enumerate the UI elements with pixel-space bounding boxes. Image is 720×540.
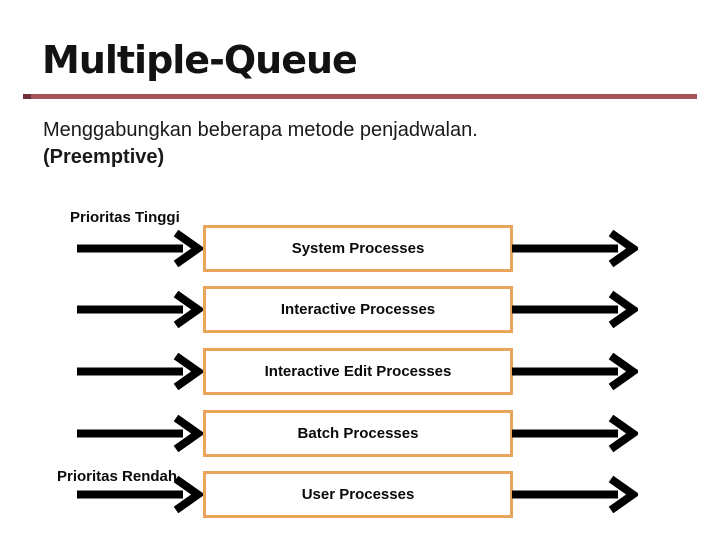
queue-box-label: Interactive Edit Processes (264, 363, 452, 380)
queue-box: Batch Processes (203, 410, 513, 457)
queue-row-interactive-edit: Interactive Edit Processes (0, 348, 720, 395)
arrow-right-icon (77, 229, 203, 268)
arrow-right-icon (512, 352, 638, 391)
queue-box-label: System Processes (291, 240, 425, 257)
subtitle-line-1: Menggabungkan beberapa metode penjadwala… (43, 119, 478, 141)
subtitle-line-2: (Preemptive) (43, 146, 165, 168)
label-prioritas-rendah: Prioritas Rendah (57, 468, 178, 485)
queue-box: User Processes (203, 471, 513, 518)
arrow-right-icon (77, 414, 203, 453)
arrow-right-icon (512, 290, 638, 329)
arrow-right-icon (512, 414, 638, 453)
queue-box-label: Interactive Processes (280, 301, 436, 318)
title-underline-start-cap (23, 94, 31, 99)
queue-box-label: User Processes (301, 486, 415, 503)
arrow-right-icon (512, 229, 638, 268)
title-underline (23, 94, 697, 99)
arrow-right-icon (512, 475, 638, 514)
queue-row-interactive: Interactive Processes (0, 286, 720, 333)
label-prioritas-tinggi: Prioritas Tinggi (70, 209, 180, 226)
queue-box: Interactive Processes (203, 286, 513, 333)
slide-subtitle: Menggabungkan beberapa metode penjadwala… (43, 117, 478, 171)
arrow-right-icon (77, 475, 203, 514)
queue-row-system: System Processes (0, 225, 720, 272)
queue-row-batch: Batch Processes (0, 410, 720, 457)
queue-box-label: Batch Processes (297, 425, 419, 442)
queue-box: System Processes (203, 225, 513, 272)
queue-box: Interactive Edit Processes (203, 348, 513, 395)
page-title: Multiple-Queue (42, 38, 358, 82)
queue-row-user: User Processes (0, 471, 720, 518)
arrow-right-icon (77, 352, 203, 391)
arrow-right-icon (77, 290, 203, 329)
